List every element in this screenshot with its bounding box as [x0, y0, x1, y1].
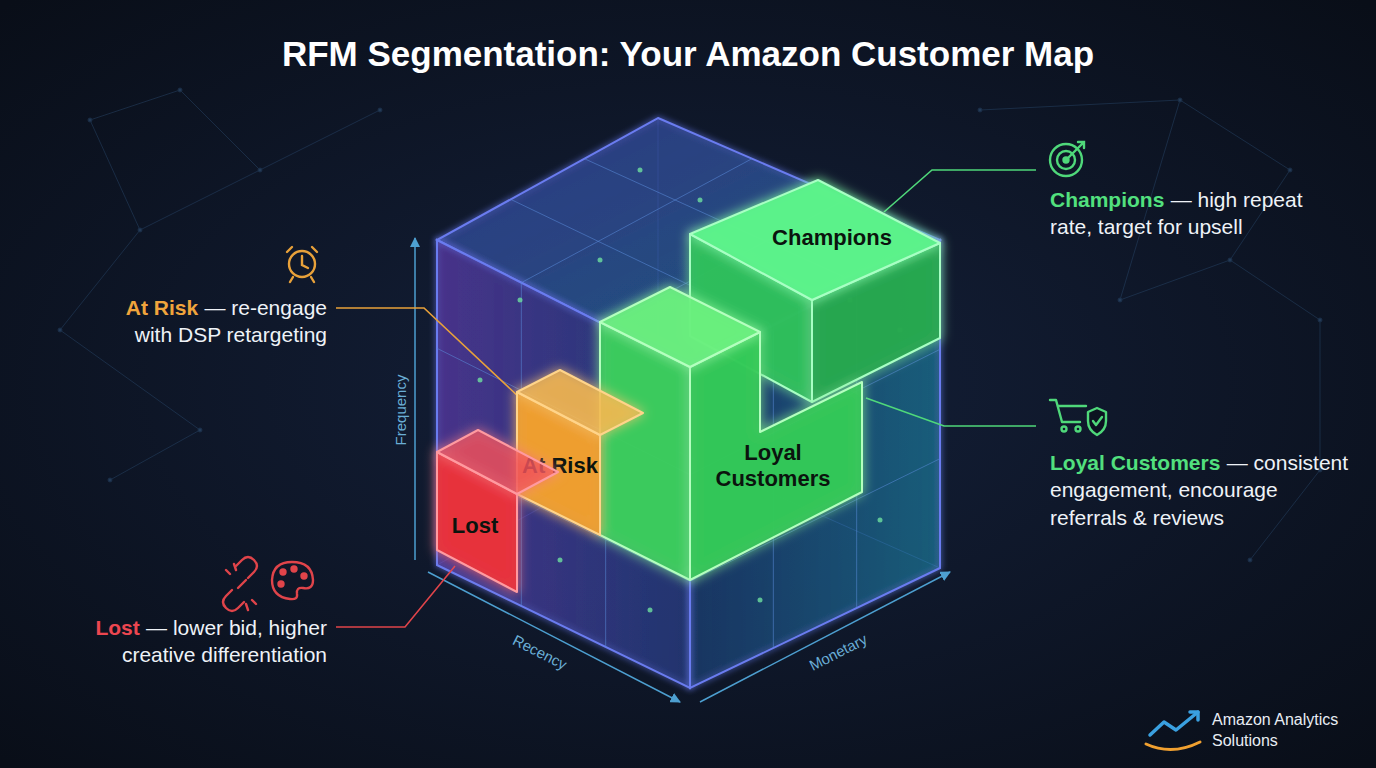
lost-callout: Lost— lower bid, higher creative differe… — [82, 614, 327, 669]
logo-icon — [1146, 712, 1200, 750]
alarm-icon — [287, 247, 317, 282]
cart-shield-icon — [1050, 400, 1106, 435]
cube-wireframe — [437, 118, 940, 688]
logo-text: Amazon Analytics Solutions — [1212, 710, 1362, 752]
loyal-callout: Loyal Customers— consistent engagement, … — [1050, 449, 1350, 531]
block-shape — [600, 287, 862, 580]
lost-block: Lost — [437, 430, 558, 592]
segment-label: Loyal Customers — [703, 440, 843, 493]
callout-heading: At Risk — [126, 296, 198, 319]
leader-lines — [336, 170, 1036, 627]
diagram-title: RFM Segmentation: Your Amazon Customer M… — [282, 34, 1094, 74]
axis-label: Frequency — [392, 375, 409, 446]
champions-callout: Champions— high repeat rate, target for … — [1050, 186, 1308, 241]
block-shape — [517, 370, 643, 535]
callout-text: — lower bid, higher creative differentia… — [122, 616, 327, 666]
palette-icon — [272, 562, 313, 599]
callout-heading: Loyal Customers — [1050, 451, 1220, 474]
loyal-customers-block: Loyal Customers — [600, 287, 862, 580]
at-risk-block: At Risk — [517, 370, 643, 535]
target-icon — [1050, 142, 1084, 176]
block-shape — [437, 430, 558, 592]
at-risk-callout: At Risk— re-engage with DSP retargeting — [112, 294, 327, 349]
segment-label: Lost — [440, 513, 510, 539]
broken-link-icon — [223, 557, 257, 611]
segment-label: Champions — [747, 225, 917, 251]
callout-heading: Lost — [95, 616, 139, 639]
axes — [415, 238, 950, 702]
callout-heading: Champions — [1050, 188, 1164, 211]
